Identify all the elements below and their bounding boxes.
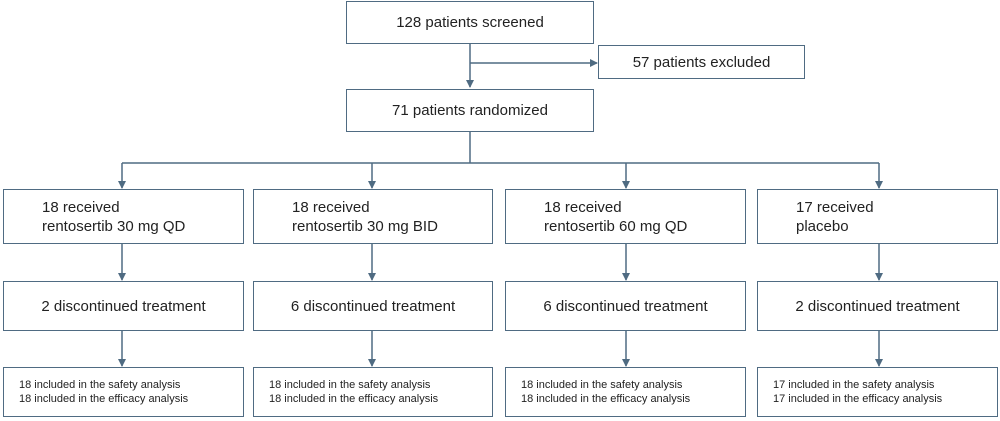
arm-1-efficacy-label: 18 included in the efficacy analysis	[19, 393, 189, 405]
excluded-label: 57 patients excluded	[632, 53, 771, 71]
randomized-label: 71 patients randomized	[392, 102, 548, 119]
excluded-box: 57 patients excluded	[598, 45, 805, 79]
arm-2-received-count: 18 received	[292, 198, 370, 216]
arm-3-received-box: 18 received rentosertib 60 mg QD	[505, 189, 746, 244]
arm-4-discontinued-box: 2 discontinued treatment	[757, 281, 998, 331]
arm-4-received-box: 17 received placebo	[757, 189, 998, 244]
arm-4-discontinued-label: 2 discontinued treatment	[795, 297, 960, 315]
arm-4-efficacy-label: 17 included in the efficacy analysis	[773, 393, 943, 405]
arm-1-received-count: 18 received	[42, 198, 120, 216]
arm-4-received-count: 17 received	[796, 198, 874, 216]
arm-2-discontinued-box: 6 discontinued treatment	[253, 281, 493, 331]
arm-3-received-drug: rentosertib 60 mg QD	[544, 217, 688, 235]
arm-1-analysis-box: 18 included in the safety analysis 18 in…	[3, 367, 244, 417]
arm-1-received-box: 18 received rentosertib 30 mg QD	[3, 189, 244, 244]
screened-label: 128 patients screened	[396, 14, 544, 31]
arm-3-analysis-box: 18 included in the safety analysis 18 in…	[505, 367, 746, 417]
arm-2-safety-label: 18 included in the safety analysis	[269, 379, 431, 391]
arm-1-safety-label: 18 included in the safety analysis	[19, 379, 181, 391]
screened-box: 128 patients screened	[346, 1, 594, 44]
randomized-box: 71 patients randomized	[346, 89, 594, 132]
arm-3-received-count: 18 received	[544, 198, 622, 216]
arm-1-received-drug: rentosertib 30 mg QD	[42, 217, 186, 235]
arm-1-discontinued-label: 2 discontinued treatment	[41, 297, 206, 315]
arm-4-analysis-box: 17 included in the safety analysis 17 in…	[757, 367, 998, 417]
arm-3-discontinued-label: 6 discontinued treatment	[543, 297, 708, 315]
arm-2-received-box: 18 received rentosertib 30 mg BID	[253, 189, 493, 244]
arm-4-received-drug: placebo	[796, 217, 849, 235]
arm-2-discontinued-label: 6 discontinued treatment	[290, 297, 456, 315]
arm-2-analysis-box: 18 included in the safety analysis 18 in…	[253, 367, 493, 417]
arm-1-discontinued-box: 2 discontinued treatment	[3, 281, 244, 331]
arm-3-safety-label: 18 included in the safety analysis	[521, 379, 683, 391]
arm-4-safety-label: 17 included in the safety analysis	[773, 379, 935, 391]
arm-2-received-drug: rentosertib 30 mg BID	[292, 217, 438, 235]
arm-2-efficacy-label: 18 included in the efficacy analysis	[269, 393, 439, 405]
arm-3-discontinued-box: 6 discontinued treatment	[505, 281, 746, 331]
arm-3-efficacy-label: 18 included in the efficacy analysis	[521, 393, 691, 405]
